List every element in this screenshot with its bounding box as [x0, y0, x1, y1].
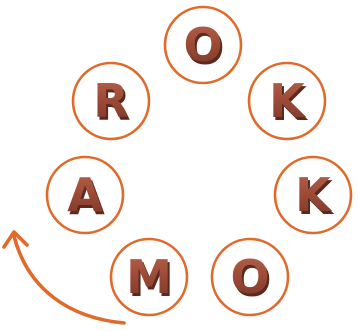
tile-letter: A — [67, 168, 103, 222]
letter-tile-bottom-right[interactable]: O O — [212, 239, 288, 315]
letter-tile-upper-right[interactable]: K K — [249, 63, 325, 139]
tile-letter: O — [183, 18, 222, 72]
tile-letter: O — [230, 250, 269, 304]
letter-tile-upper-left[interactable]: R R — [73, 63, 149, 139]
letter-tile-top[interactable]: O O — [165, 7, 241, 83]
tile-letter: K — [295, 168, 333, 222]
tile-letter: R — [93, 74, 128, 128]
letter-tile-lower-right[interactable]: K K — [275, 157, 351, 233]
letter-tile-bottom-left[interactable]: M M — [111, 239, 187, 315]
tile-letter: M — [126, 250, 172, 304]
curved-arrow-icon — [4, 232, 124, 323]
letter-tile-left[interactable]: A A — [47, 157, 123, 233]
tile-letter: K — [269, 74, 307, 128]
